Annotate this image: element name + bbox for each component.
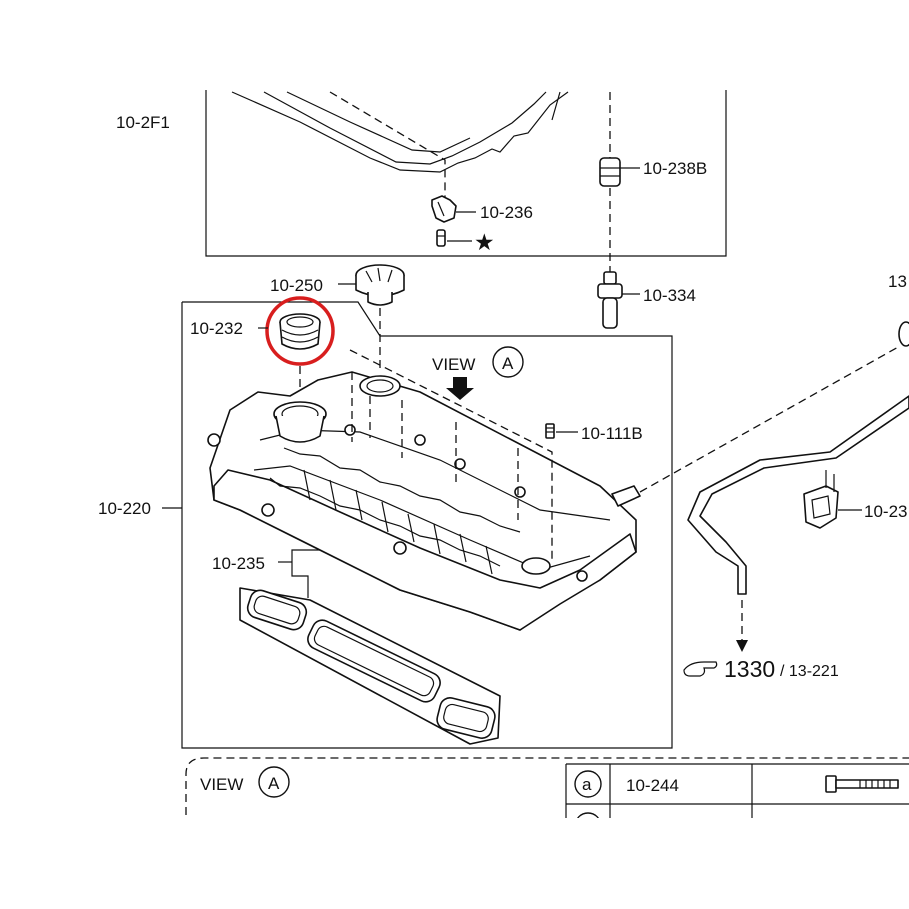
view-box-letter: A xyxy=(268,774,280,793)
label-10-2F1: 10-2F1 xyxy=(116,113,170,132)
legend-part-10-244: 10-244 xyxy=(626,776,679,795)
label-10-334: 10-334 xyxy=(643,286,696,305)
stud-10-111B xyxy=(545,423,555,439)
gasket-10-235 xyxy=(239,549,501,745)
rocker-cover-10-220 xyxy=(207,371,641,631)
label-10-23: 10-23 xyxy=(864,502,907,521)
grommet-10-238B xyxy=(599,157,621,187)
label-10-111B: 10-111B xyxy=(581,424,643,443)
ref-1330: 1330 xyxy=(724,656,775,682)
view-a-arrow xyxy=(446,346,524,400)
hand-pointer-icon xyxy=(683,661,718,677)
upper-detail-box xyxy=(205,90,727,272)
oil-filler-cap-10-250 xyxy=(355,264,405,306)
main-detail-box xyxy=(181,301,673,749)
label-10-232: 10-232 xyxy=(190,319,243,338)
label-10-235: 10-235 xyxy=(212,554,265,573)
clamp-10-23 xyxy=(803,470,839,529)
bolt-icon xyxy=(825,775,899,793)
clip-10-236 xyxy=(431,195,457,223)
view-a-word: VIEW xyxy=(432,355,475,374)
pcv-valve-10-334 xyxy=(597,271,623,329)
label-10-236: 10-236 xyxy=(480,203,533,222)
pcv-hose xyxy=(639,321,909,652)
ref-13-221: / 13-221 xyxy=(780,663,839,680)
legend-symbol-a: a xyxy=(582,775,592,794)
view-a-letter: A xyxy=(502,354,514,373)
highlight-circle xyxy=(265,296,335,366)
view-box-title: VIEW xyxy=(200,775,243,794)
view-a-box xyxy=(185,757,909,815)
star-symbol: ★ xyxy=(474,229,495,255)
label-10-250: 10-250 xyxy=(270,276,323,295)
oil-seal-10-232 xyxy=(279,313,321,350)
bolt-star xyxy=(436,229,446,247)
label-10-238B: 10-238B xyxy=(643,159,707,178)
label-10-220: 10-220 xyxy=(98,499,151,518)
label-13: 13 xyxy=(888,272,907,291)
